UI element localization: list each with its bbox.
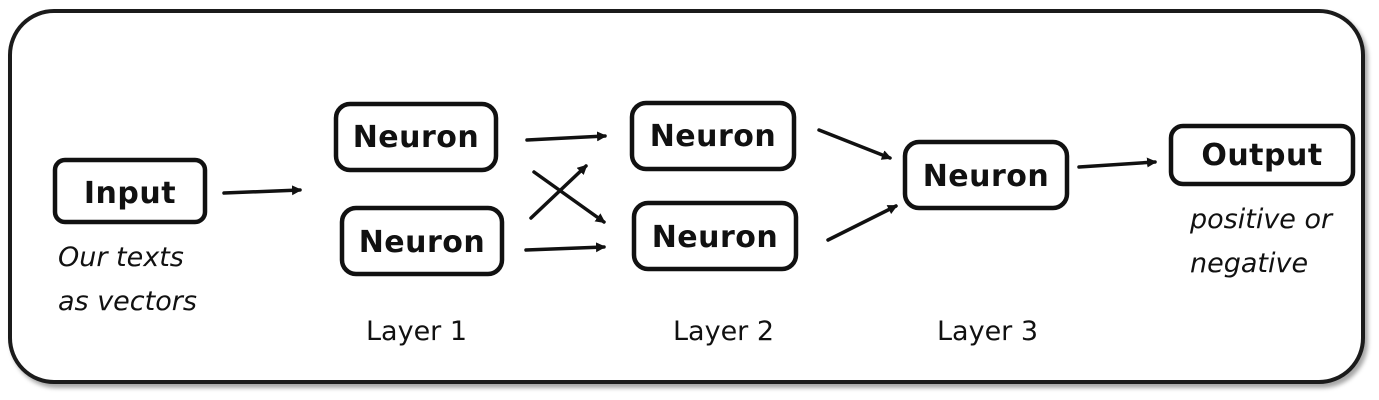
layer-1-label: Layer 1 [366,316,468,347]
layer3-neuron-label: Neuron [923,159,1050,194]
arrow-l1bottom-to-l2top [529,164,588,220]
layer2-bottom-neuron-label: Neuron [652,220,779,255]
layer2-top-neuron-label: Neuron [650,119,777,154]
input-description-line2: as vectors [58,286,197,317]
arrow-l1top-to-l2top [525,131,607,142]
arrow-l3-to-output [1077,157,1157,169]
layer2-top-neuron: Neuron [629,100,797,172]
layer1-top-neuron-label: Neuron [353,120,480,155]
arrow-l2top-to-l3 [817,128,892,160]
diagram-frame [8,9,1365,384]
arrow-l2bottom-to-l3 [826,204,898,242]
layer3-neuron: Neuron [902,139,1070,211]
input-description: Our texts as vectors [58,236,197,324]
arrow-l1top-to-l2bottom [532,170,606,224]
layer-2-label: Layer 2 [673,316,775,347]
output-description-line1: positive or [1190,204,1333,235]
layer-3-label: Layer 3 [937,316,1039,347]
input-description-line1: Our texts [58,242,184,273]
layer1-bottom-neuron: Neuron [339,205,505,277]
arrow-l1bottom-to-l2bottom [524,242,606,253]
input-node: Input [52,157,208,225]
input-node-label: Input [84,176,176,211]
output-description: positive or negative [1190,198,1332,286]
output-node: Output [1168,123,1356,187]
output-description-line2: negative [1190,248,1309,279]
layer1-bottom-neuron-label: Neuron [359,225,486,260]
layer2-bottom-neuron: Neuron [631,200,799,272]
output-node-label: Output [1201,138,1322,173]
layer1-top-neuron: Neuron [333,101,499,173]
arrow-input-to-layer1 [222,185,302,196]
